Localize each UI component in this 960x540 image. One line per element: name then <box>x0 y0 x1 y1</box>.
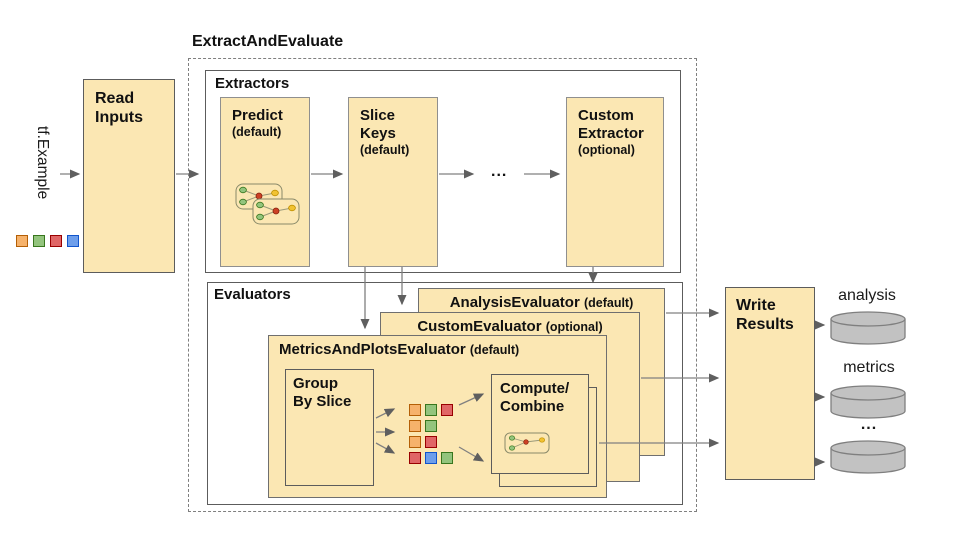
compute-combine-box: Compute/ Combine <box>491 374 589 474</box>
metrics-and-plots-evaluator-box: MetricsAndPlotsEvaluator (default) Group… <box>268 335 607 498</box>
analysis-evaluator-label: AnalysisEvaluator <box>449 294 580 311</box>
slice-square-orange <box>409 436 421 448</box>
custom-extractor-label-line1: Custom <box>578 107 634 124</box>
predict-label: Predict <box>232 107 283 124</box>
custom-evaluator-label: CustomEvaluator <box>417 318 542 335</box>
group-by-slice-label-line1: Group <box>293 375 338 392</box>
tf-example-label: tf.Example <box>34 126 51 200</box>
slice-keys-label-line1: Slice <box>360 107 396 124</box>
custom-evaluator-qualifier: (optional) <box>545 320 603 334</box>
custom-extractor-box: Custom Extractor (optional) <box>566 97 664 267</box>
predict-extractor-box: Predict (default) <box>220 97 310 267</box>
slice-row <box>409 452 453 464</box>
extractors-ellipsis: ... <box>491 163 508 180</box>
outputs-ellipsis: ... <box>860 416 878 433</box>
extractors-container: Extractors <box>205 70 681 273</box>
slice-square-orange <box>409 420 421 432</box>
slice-row <box>409 420 437 432</box>
slice-row <box>409 436 437 448</box>
slice-row <box>409 404 453 416</box>
slice-square-red <box>409 452 421 464</box>
metrics-database-icon <box>830 385 906 419</box>
slice-keys-extractor-box: Slice Keys (default) <box>348 97 438 267</box>
slice-square-green <box>33 235 45 247</box>
compute-combine-label-line1: Compute/ <box>500 380 570 397</box>
custom-extractor-qualifier: (optional) <box>578 143 635 157</box>
input-slice-squares <box>16 235 79 247</box>
slice-square-orange <box>16 235 28 247</box>
metrics-output-label: metrics <box>843 359 895 376</box>
group-by-slice-label-line2: By Slice <box>293 393 352 410</box>
analysis-evaluator-qualifier: (default) <box>583 296 634 310</box>
slice-square-orange <box>409 404 421 416</box>
diagram-title: ExtractAndEvaluate <box>192 33 344 50</box>
predict-qualifier: (default) <box>232 125 282 139</box>
evaluators-container: Evaluators <box>207 282 683 505</box>
compute-combine-label-line2: Combine <box>500 398 565 415</box>
group-by-slice-box: Group By Slice <box>285 369 374 486</box>
extract-and-evaluate-boundary <box>188 58 697 512</box>
model-graph-icon <box>235 183 300 225</box>
more-outputs-database-icon <box>830 440 906 474</box>
write-results-label-line2: Results <box>736 316 794 334</box>
write-results-box: Write Results <box>725 287 815 480</box>
slice-square-blue <box>425 452 437 464</box>
slice-square-blue <box>67 235 79 247</box>
analysis-database-icon <box>830 311 906 345</box>
metrics-and-plots-evaluator-qualifier: (default) <box>469 343 520 357</box>
slice-square-green <box>441 452 453 464</box>
slice-square-red <box>441 404 453 416</box>
read-inputs-box: Read Inputs <box>83 79 175 273</box>
slice-square-red <box>425 436 437 448</box>
metrics-and-plots-evaluator-label: MetricsAndPlotsEvaluator <box>279 341 466 358</box>
extractors-label: Extractors <box>215 75 290 92</box>
slice-keys-label-line2: Keys <box>360 125 396 142</box>
custom-extractor-label-line2: Extractor <box>578 125 644 142</box>
slice-square-red <box>50 235 62 247</box>
analysis-output-label: analysis <box>838 287 896 304</box>
combine-graph-icon <box>504 432 550 454</box>
write-results-label-line1: Write <box>736 297 776 314</box>
read-inputs-label-line2: Inputs <box>95 109 143 127</box>
slice-keys-qualifier: (default) <box>360 143 410 157</box>
evaluators-label: Evaluators <box>214 286 291 303</box>
slice-square-green <box>425 420 437 432</box>
read-inputs-label-line1: Read <box>95 90 135 107</box>
slice-square-green <box>425 404 437 416</box>
